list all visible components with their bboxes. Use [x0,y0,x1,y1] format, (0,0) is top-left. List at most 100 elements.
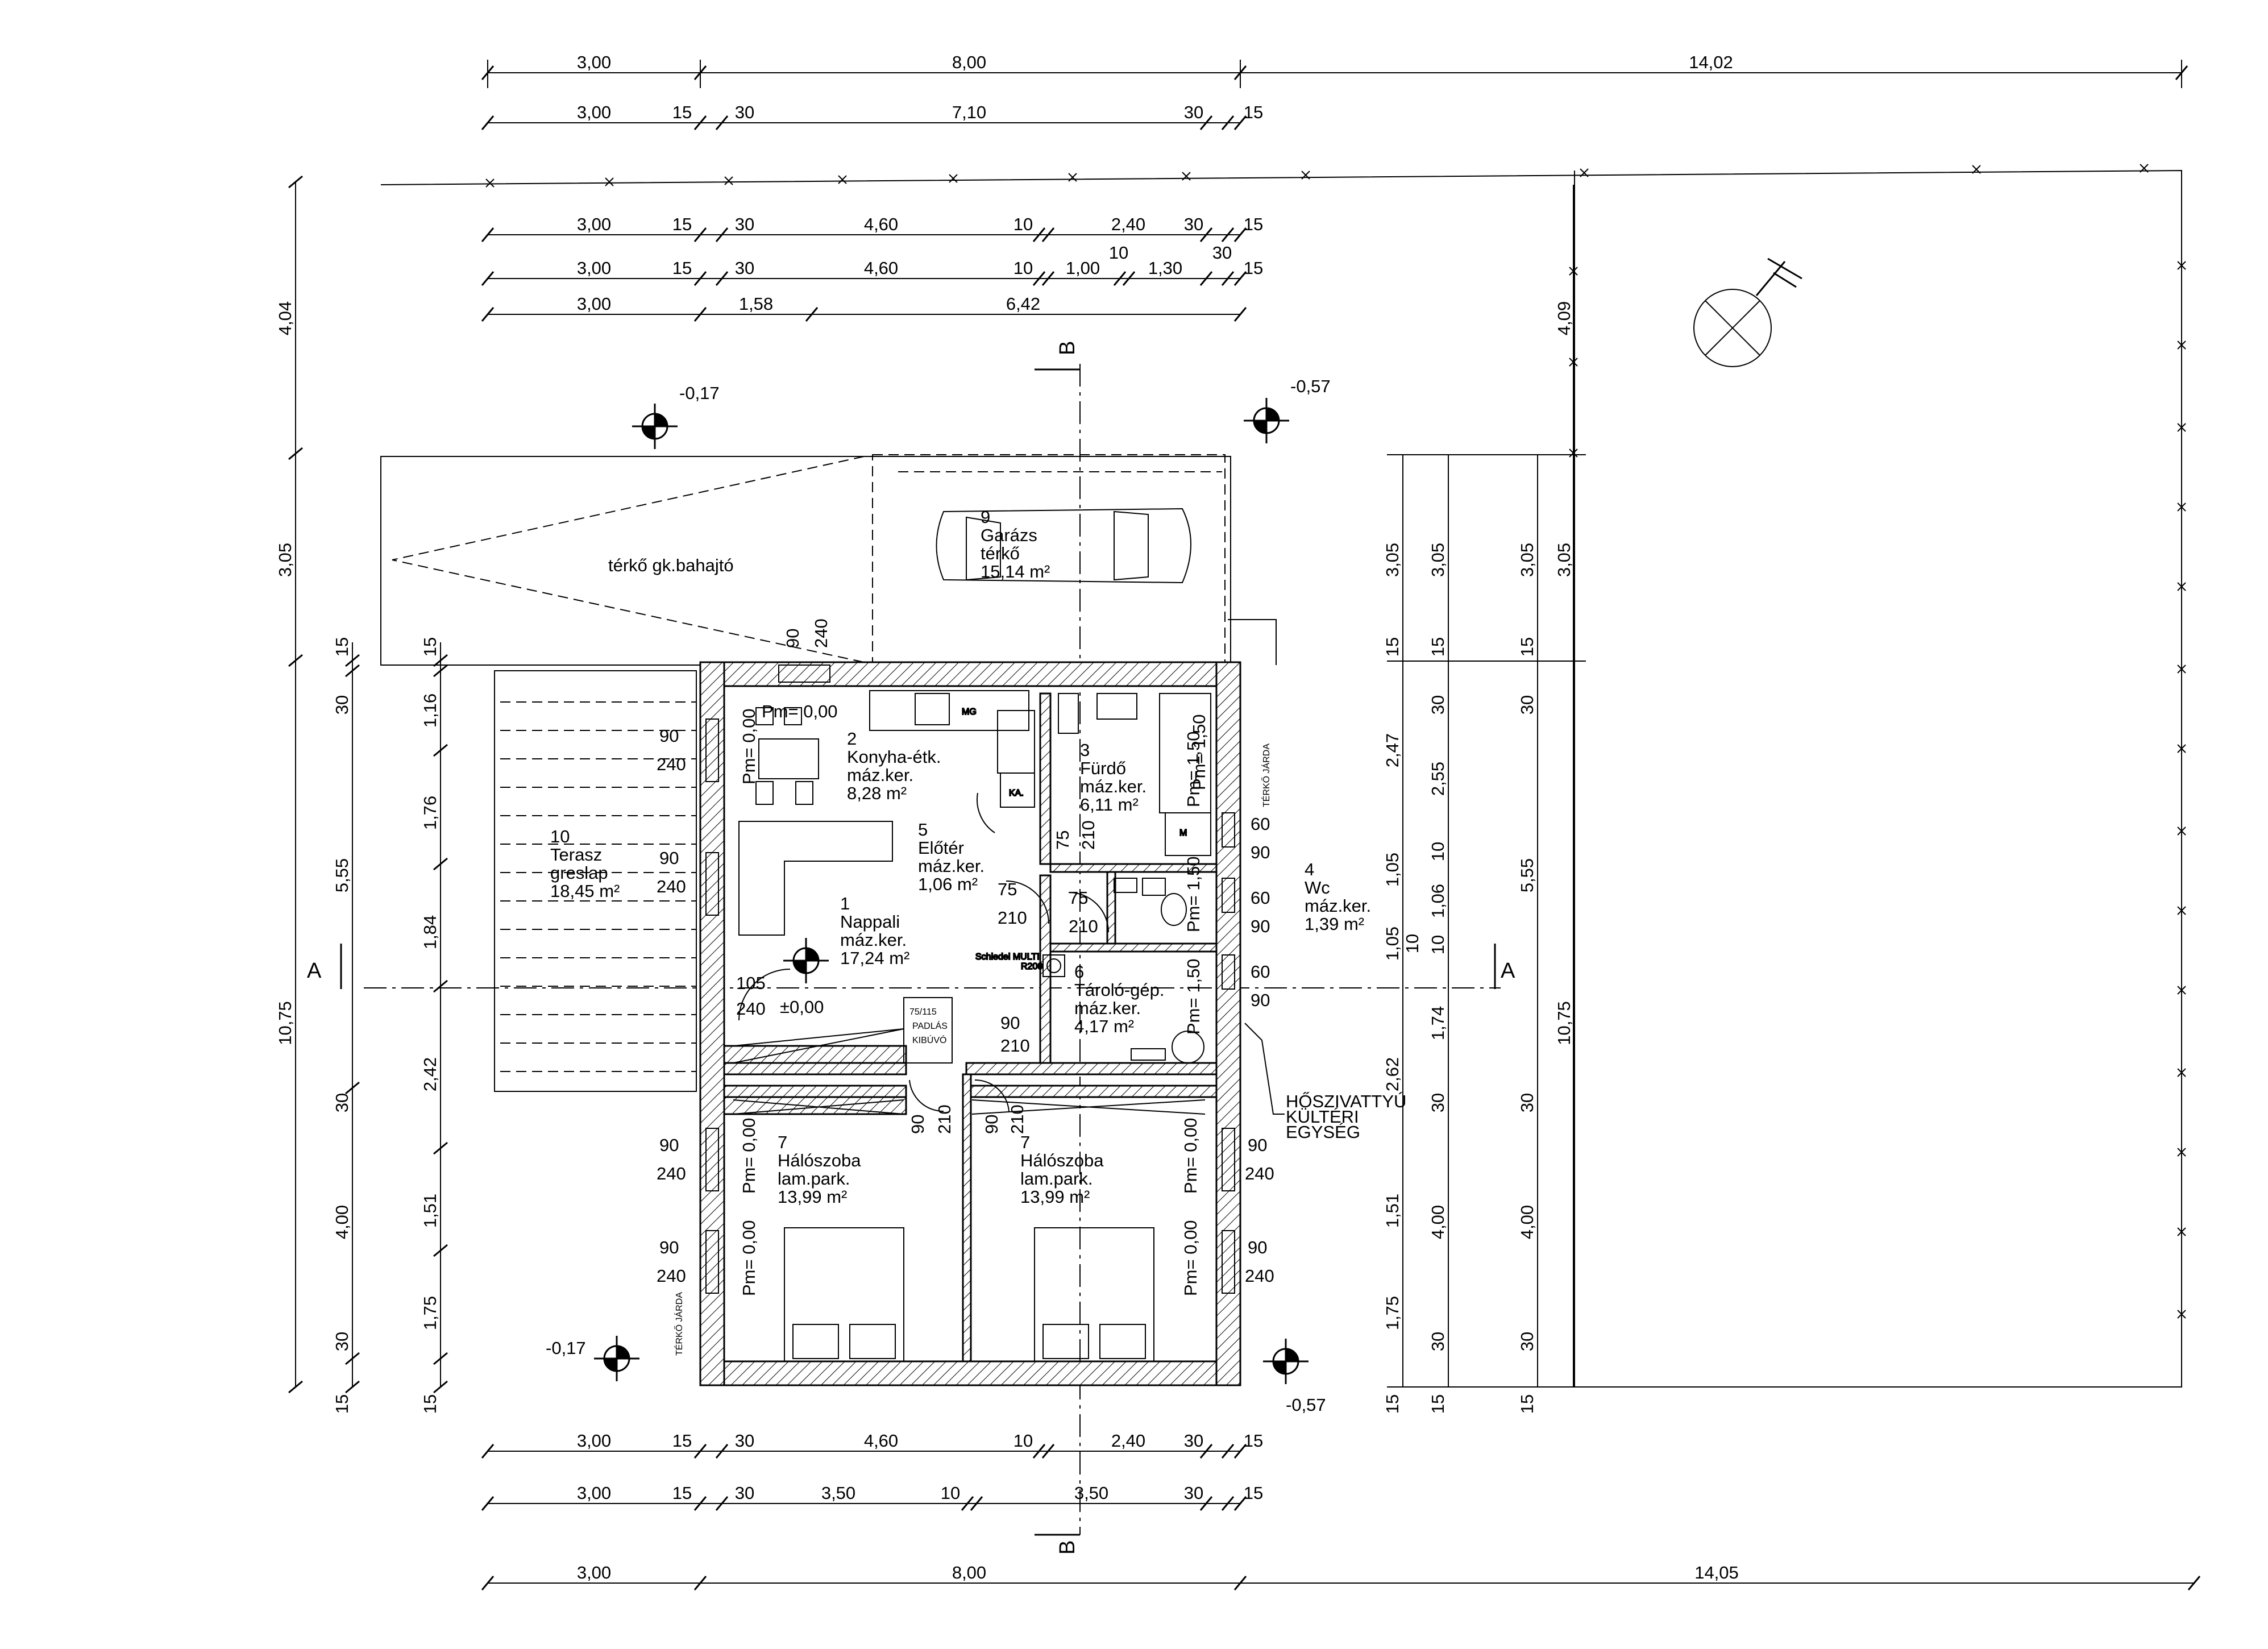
dim-text: 1,58 [739,294,773,314]
dim-text: 10,75 [275,1001,295,1045]
room-5: 5 Előtér máz.ker. 1,06 m² [918,820,985,894]
dim-text: 3,00 [577,1563,611,1582]
dim-text: 15 [672,102,692,122]
dim-text: 1,74 [1428,1006,1448,1040]
opening-label: 240 [657,877,686,896]
opening-label: 90 [659,726,679,746]
opening-label: 105 [736,973,766,993]
level-label: -0,57 [1286,1395,1326,1415]
dim-text: 5,55 [332,858,352,892]
dim-text: 2,47 [1382,733,1402,767]
floor-level-label: Pm= 1,50 [1189,714,1209,790]
level-markers: -0,17 -0,57 -0,17 -0,57 ±0,00 [546,376,1331,1415]
room-7a: 7 Hálószoba lam.park. 13,99 m² [778,1132,861,1207]
heatpump-label: EGYSÉG [1286,1122,1360,1142]
floor-level-label: Pm= 1,50 [1183,856,1203,932]
opening-label: 90 [1248,1237,1267,1257]
dim-text: 1,30 [1148,258,1182,278]
dim-text: 2,42 [420,1057,440,1091]
opening-label: 60 [1251,962,1270,982]
room-floor: lam.park. [1020,1169,1093,1189]
dim-text: 30 [1428,695,1448,715]
level-icon [632,404,678,449]
room-floor: máz.ker. [840,930,907,950]
dim-text: 4,60 [864,258,898,278]
floor-level-label: Pm= 0,00 [739,708,759,784]
dim-text: 15 [420,1394,440,1414]
level-label: -0,57 [1290,376,1331,396]
car-icon [936,508,1191,584]
room-10: 10 Terasz greslap 18,45 m² [550,826,620,901]
dim-text: 15 [672,1483,692,1503]
heatpump-label: HŐSZIVATTYÚ [1286,1091,1406,1111]
room-area: 1,06 m² [918,874,978,894]
dim-text: 30 [1184,1431,1203,1451]
opening-label: 240 [811,618,831,648]
dim-text: 10 [941,1483,960,1503]
dim-text: 15 [672,258,692,278]
dim-text: 15 [672,1431,692,1451]
dim-text: 15 [1244,102,1263,122]
dim-text: 1,05 [1382,927,1402,961]
dim-text: 10 [1109,243,1128,263]
floor-level-label: Pm= 0,00 [739,1220,759,1296]
opening-label: 90 [783,629,803,648]
dim-text: 1,75 [1382,1296,1402,1330]
dim-text: 10 [1013,258,1033,278]
dim-text: 15 [1428,1394,1448,1414]
opening-label: 75 [1069,888,1088,908]
dim-text: 3,00 [577,258,611,278]
room-name: Tároló-gép. [1074,980,1165,1000]
dim-text: 15 [1244,1431,1263,1451]
dim-text: 15 [1244,214,1263,234]
dim-text: 30 [1184,214,1203,234]
room-area: 18,45 m² [550,881,620,901]
dim-text: 3,50 [1074,1483,1108,1503]
dim-text: 1,06 [1428,884,1448,918]
opening-label: 90 [982,1115,1002,1134]
dim-text: 4,00 [1428,1205,1448,1239]
m-label: M [1179,828,1187,838]
terrace [494,670,697,1092]
opening-label: 90 [1251,916,1270,936]
mg-label: MG [962,707,977,717]
opening-label: 240 [1245,1266,1274,1286]
dim-text: 4,00 [332,1205,352,1239]
floor-level-label: Pm= 0,00 [739,1118,759,1194]
opening-label: 210 [1007,1104,1027,1134]
dim-text: 1,05 [1382,853,1402,887]
room-area: 1,39 m² [1305,914,1364,934]
north-arrow-icon [1693,257,1802,367]
dim-text: 3,05 [1517,543,1537,577]
room-number: 6 [1074,962,1084,982]
dim-text: 30 [332,1093,352,1112]
room-number: 2 [847,729,857,749]
level-icon [1263,1339,1309,1384]
room-number: 3 [1080,740,1090,760]
dim-text: 3,05 [1382,543,1402,577]
dim-text: 4,60 [864,1431,898,1451]
dim-text: 10 [1428,935,1448,954]
dim-text: 7,10 [952,102,986,122]
dim-text: 2,40 [1111,214,1145,234]
opening-label: 60 [1251,814,1270,834]
room-name: Konyha-étk. [847,747,941,767]
dim-text: 3,00 [577,102,611,122]
room-floor: máz.ker. [918,856,985,876]
room-name: Fürdő [1080,758,1126,778]
room-number: 1 [840,894,850,913]
dim-text: 8,00 [952,52,986,72]
section-mark-a: A [1501,959,1515,983]
dim-text: 2,62 [1382,1057,1402,1091]
opening-label: 75 [1053,830,1073,850]
dim-text: 4,00 [1517,1205,1537,1239]
room-6: 6 Tároló-gép. máz.ker. 4,17 m² [1074,962,1165,1036]
dim-text: 3,05 [1428,543,1448,577]
chimney-label: R200 [1021,962,1042,971]
dim-text: 3,50 [821,1483,855,1503]
dim-text: 3,00 [577,52,611,72]
dim-text: 30 [735,102,754,122]
dim-text: 15 [332,637,352,657]
dim-text: 8,00 [952,1563,986,1582]
opening-label: 90 [659,848,679,868]
